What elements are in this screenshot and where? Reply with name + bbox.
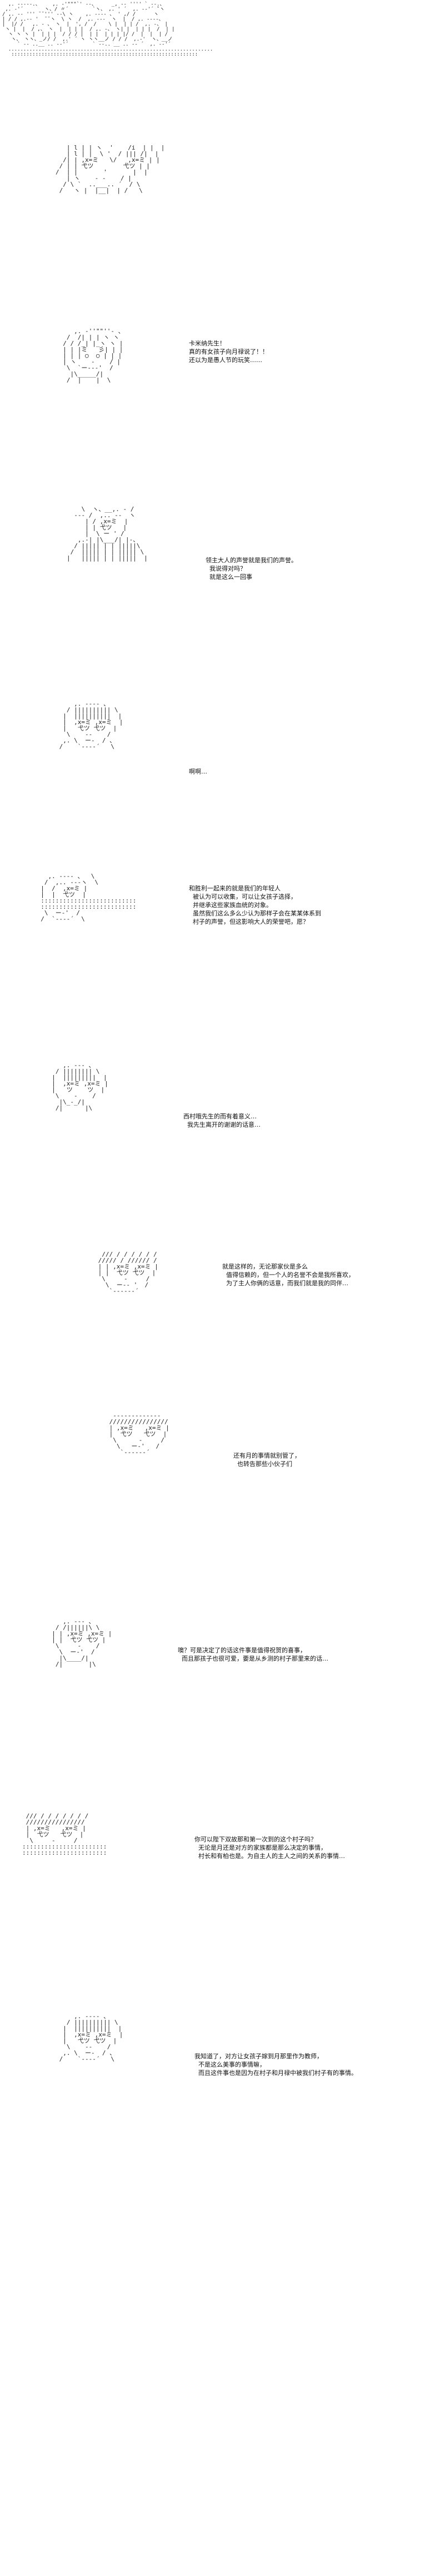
dialog-line: 就是这样的，无论那家伙是多么 <box>222 1263 308 1270</box>
panel-11-art: ,. ‐‐‐‐ 、 / |||||||||| \ | |||||||||| | … <box>59 2013 123 2063</box>
dialog-line: 西村哦先生的而有着意义… <box>183 1113 257 1120</box>
dialog-line: 也转告那些小伙子们 <box>233 1460 292 1468</box>
dialog-line: 虽然我们这么多么少认为那样子会在某某体系到 <box>189 910 321 917</box>
dialog-line: 而且那孩子也很可爱，要是从乡测的村子那里来的话… <box>178 1655 328 1662</box>
dialog-line: 不是这么美事的事情嘛， <box>194 2061 266 2068</box>
panel-8-art: ‐‐‐‐‐‐‐‐‐‐‐‐‐ //////////////// | ,x=ミ ,x… <box>109 1412 169 1456</box>
dialog-line: 啊啊… <box>189 768 207 775</box>
panel-5: ,. -‐‐- 、 \ / ,.. -‐‐ヽ \ | / ,x=ミ | | | … <box>22 868 422 1046</box>
dialog-line: 村长和有柏也是。为自主人的主人之间的关系的事情… <box>194 1852 345 1860</box>
dialog-line: 并继承这些家族血统的对象。 <box>189 901 272 909</box>
dialog-line: 噢？可是决定了的话这件事是值得祝贺的喜事， <box>178 1647 306 1654</box>
panel-8: ‐‐‐‐‐‐‐‐‐‐‐‐‐ //////////////// | ,x=ミ ,x… <box>22 1401 422 1568</box>
panel-3: \ ヽ、__,. ‐ / ‐‐- / ,.. -‐ ヽ | / ,x=ミ | |… <box>22 501 422 678</box>
dialog-line: 我先生离开的谢谢的话意… <box>183 1121 261 1128</box>
dialog-line: 领主大人的声誉就是我们的声誉。 <box>206 557 297 564</box>
dialog-line: 和胜利一起来的就是我们的年轻人 <box>189 885 281 892</box>
dialog-line: 就是这么一回事 <box>206 573 252 581</box>
panel-7: /// / / / / / / ///// / ////// / | | ,x=… <box>22 1235 422 1396</box>
dialog-line: 为了主人你俩的话意，而我们就是我的同伴… <box>222 1280 348 1287</box>
panel-6-dialog: 西村哦先生的而有着意义… 我先生离开的谢谢的话意… <box>183 1112 261 1129</box>
panel-10-dialog: 你可以陛下双故那和第一次到的这个村子吗？ 无论是月还是对方的家族都是那么决定的事… <box>194 1835 345 1860</box>
panel-4-art: ,. ‐‐‐‐ 、 / |||||||||| \ | |||||||||| | … <box>59 700 123 750</box>
dialog-line: 村子的声誉，但这影响大人的荣誉吧，愿？ <box>189 918 309 925</box>
panel-5-art: ,. -‐‐- 、 \ / ,.. -‐‐ヽ \ | / ,x=ミ | | | … <box>41 873 137 923</box>
dialog-line: 被认为可以收集，可以让女孩子选择， <box>189 893 297 900</box>
panel-9-art: ,. ‐‐‐ 、 / /||||||\ \ | | ,x=ミ ,x=ミ | | … <box>52 1618 112 1668</box>
panel-3-art: \ ヽ、__,. ‐ / ‐‐- / ,.. -‐ ヽ | / ,x=ミ | |… <box>67 506 148 562</box>
panel-10-art: /// / / / / / / / //////////////// | ,x=… <box>22 1812 107 1856</box>
panel-8-dialog: 还有月的事情就别管了， 也转告那些小伙子们 <box>233 1452 301 1468</box>
panel-11-dialog: 我知道了，对方让女孩子嫁到月那里作为教师， 不是这么美事的事情嘛， 而且这件事也… <box>194 2052 357 2077</box>
panel-10: /// / / / / / / / //////////////// | ,x=… <box>22 1802 422 1980</box>
dialog-line: 我说得对吗？ <box>206 565 246 572</box>
panel-11: ,. ‐‐‐‐ 、 / |||||||||| \ | |||||||||| | … <box>22 2002 422 2169</box>
dialog-line: 而且这件事也是因为在村子和月禄中被我们村子有的事情。 <box>194 2069 357 2077</box>
panel-9: ,. ‐‐‐ 、 / /||||||\ \ | | ,x=ミ ,x=ミ | | … <box>22 1602 422 1780</box>
dialog-line: 还以为是愚人节的玩笑…… <box>189 356 262 364</box>
dialog-line: 卡米纳先生！ <box>189 340 226 347</box>
header-ascii-art: ,. --‐‐-.、 ,. ‐'"""`' ‐-、 _, -‐ '''' ` ‐… <box>2 2 213 57</box>
panel-2: ,. ‐''""''‐ 、 / /| | | ヽ ヽ / / /_| |_ヽ ヽ… <box>22 317 422 501</box>
panel-1: | l | | ヽ ' /i | | | | l | | \ ' / ||| /… <box>22 133 422 317</box>
dialog-line: 我知道了，对方让女孩子嫁到月那里作为教师， <box>194 2053 323 2060</box>
dialog-line: 无论是月还是对方的家族都是那么决定的事情， <box>194 1844 327 1851</box>
panel-2-dialog: 卡米纳先生！ 真的有女孩子向月禄说了！！ 还以为是愚人节的玩笑…… <box>189 339 268 364</box>
dialog-line: 值得信赖的，但一个人的名誉不会是我所喜欢， <box>222 1271 354 1279</box>
panel-4: ,. ‐‐‐‐ 、 / |||||||||| \ | |||||||||| | … <box>22 695 422 845</box>
panel-4-dialog: 啊啊… <box>189 767 207 776</box>
panel-1-art: | l | | ヽ ' /i | | | | l | | \ ' / ||| /… <box>56 144 165 194</box>
dialog-line: 真的有女孩子向月禄说了！！ <box>189 348 268 355</box>
panel-2-art: ,. ‐''""''‐ 、 / /| | | ヽ ヽ / / /_| |_ヽ ヽ… <box>63 328 124 384</box>
panel-7-dialog: 就是这样的，无论那家伙是多么 值得信赖的，但一个人的名誉不会是我所喜欢， 为了主… <box>222 1262 354 1287</box>
panel-3-dialog: 领主大人的声誉就是我们的声誉。 我说得对吗？ 就是这么一回事 <box>206 556 297 581</box>
panel-6: ,. ‐‐‐ 、 / |||||||| \ | ||||||||| | | ,x… <box>22 1057 422 1218</box>
panel-9-dialog: 噢？可是决定了的话这件事是值得祝贺的喜事， 而且那孩子也很可爱，要是从乡测的村子… <box>178 1646 328 1663</box>
panel-7-art: /// / / / / / / ///// / ////// / | | ,x=… <box>98 1251 158 1295</box>
dialog-line: 还有月的事情就别管了， <box>233 1452 301 1459</box>
panel-6-art: ,. ‐‐‐ 、 / |||||||| \ | ||||||||| | | ,x… <box>52 1062 108 1112</box>
panel-5-dialog: 和胜利一起来的就是我们的年轻人 被认为可以收集，可以让女孩子选择， 并继承这些家… <box>189 884 321 926</box>
dialog-line: 你可以陛下双故那和第一次到的这个村子吗？ <box>194 1836 317 1843</box>
